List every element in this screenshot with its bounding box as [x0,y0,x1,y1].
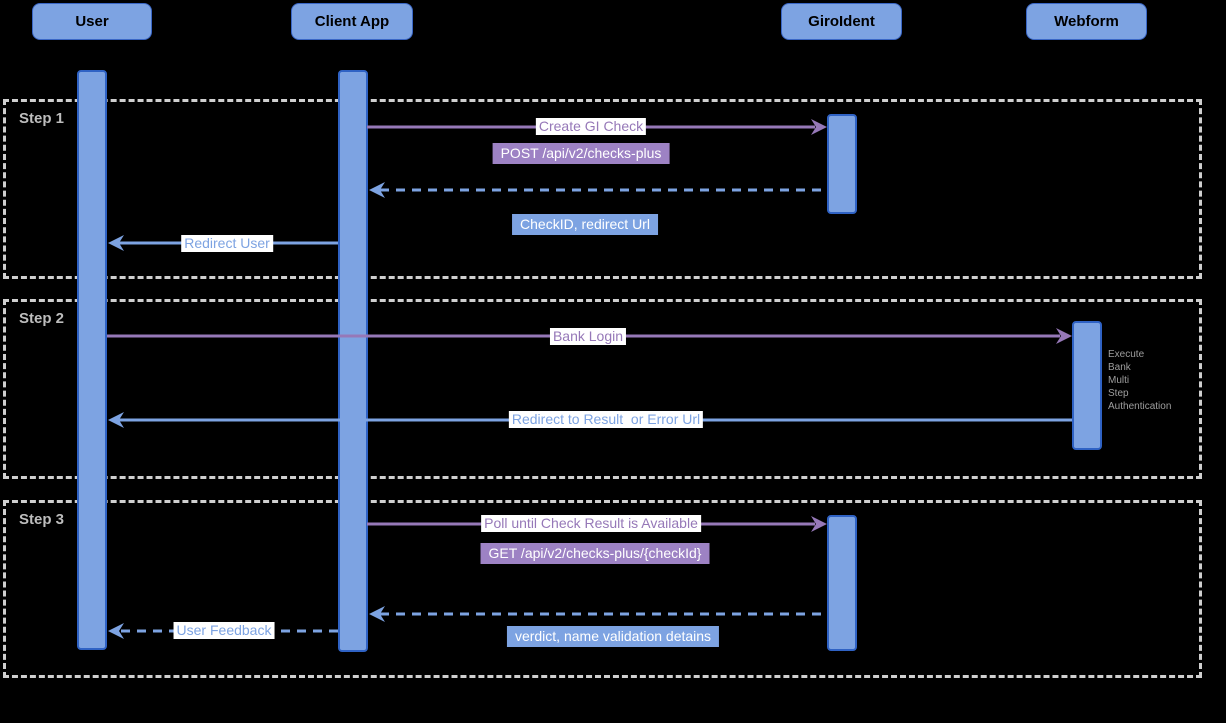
step-2-label: Step 2 [19,310,65,327]
get-endpoint-label: GET /api/v2/checks-plus/{checkId} [480,543,710,564]
checkid-return-arrowhead-icon [369,182,385,198]
actor-webform: Webform [1026,3,1147,40]
actor-giroident: GiroIdent [781,3,902,40]
actor-user-label: User [75,13,109,30]
poll-check-arrowhead-icon [811,516,827,532]
create-gi-check-label: Create GI Check [535,118,647,135]
actor-webform-label: Webform [1054,13,1119,30]
actor-giroident-label: GiroIdent [808,13,875,30]
step-1-label: Step 1 [19,110,65,127]
bank-login-arrowhead-icon [1056,328,1072,344]
redirect-result-label: Redirect to Result or Error Url [508,411,704,428]
poll-check-label: Poll until Check Result is Available [481,515,701,532]
user-feedback-label: User Feedback [173,622,275,639]
giroident-activation-bar-step1 [827,114,857,214]
actor-client-app: Client App [291,3,413,40]
redirect-user-arrowhead-icon [108,235,124,251]
checkid-redirect-label: CheckID, redirect Url [512,214,658,235]
actor-client-app-label: Client App [314,13,390,30]
verdict-return-arrowhead-icon [369,606,385,622]
giroident-activation-bar-step3 [827,515,857,651]
redirect-result-arrowhead-icon [108,412,124,428]
post-endpoint-label: POST /api/v2/checks-plus [492,143,670,164]
step-2-frame: Step 2 [3,299,1202,479]
step-1-frame: Step 1 [3,99,1202,279]
step-3-label: Step 3 [19,511,65,528]
verdict-label: verdict, name validation detains [506,626,720,647]
step-3-frame: Step 3 [3,500,1202,678]
user-feedback-arrowhead-icon [108,623,124,639]
actor-user: User [32,3,152,40]
bank-login-label: Bank Login [549,328,627,345]
redirect-user-label: Redirect User [181,235,273,252]
user-activation-bar [77,70,107,650]
webform-activation-bar [1072,321,1102,450]
webform-note: Execute Bank Multi Step Authentication [1108,349,1172,412]
client-app-activation-bar [338,70,368,652]
create-gi-check-arrowhead-icon [811,119,827,135]
